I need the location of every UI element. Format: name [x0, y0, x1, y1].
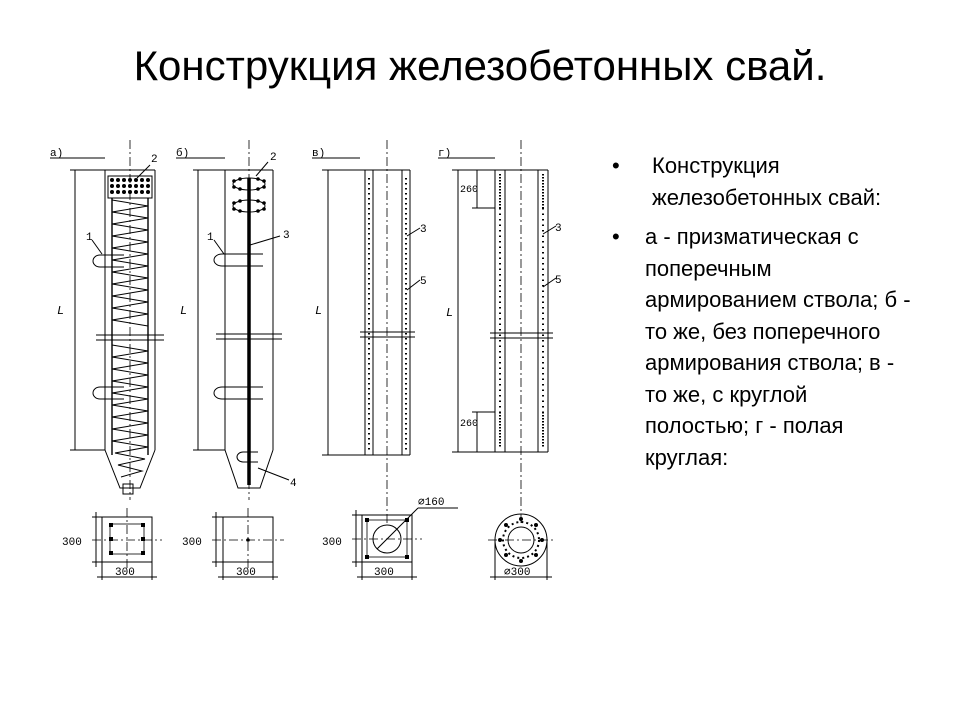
callout-4-b: 4 — [290, 478, 297, 490]
dim-300-side-b: 300 — [182, 537, 202, 549]
length-label-v: L — [315, 304, 322, 318]
section-b: 300 300 — [182, 508, 284, 580]
callout-2-a: 2 — [151, 154, 158, 166]
section-g: ∅300 — [488, 513, 555, 580]
panel-letter-b: б) — [176, 147, 189, 160]
spiral-lower-a — [111, 344, 149, 478]
length-label-a: L — [57, 304, 64, 318]
section-v: ∅160 300 300 — [322, 497, 458, 580]
callout-3-v: 3 — [420, 224, 427, 236]
callout-2-b: 2 — [270, 152, 277, 164]
bullet-text: а - призматическая с поперечным армирова… — [645, 224, 911, 470]
pile-g: г) L 260 260 3 5 — [438, 140, 562, 525]
panel-letter-g: г) — [438, 148, 451, 160]
bullet-list: • Конструкция железобетонных свай: • а -… — [612, 150, 912, 481]
bullet-dot-icon: • — [612, 224, 620, 249]
pile-v: в) L 3 5 — [312, 140, 427, 525]
callout-3-b: 3 — [283, 230, 290, 242]
dim-300-bottom-v: 300 — [374, 567, 394, 579]
bullet-item: • Конструкция железобетонных свай: — [612, 150, 912, 213]
dim-260-top: 260 — [460, 185, 478, 196]
callout-1-b: 1 — [207, 232, 214, 244]
callout-5-v: 5 — [420, 276, 427, 288]
bullet-item: • а - призматическая с поперечным армиро… — [612, 221, 912, 473]
dim-300-bottom-a: 300 — [115, 567, 135, 579]
length-label-b: L — [180, 304, 187, 318]
dim-300-side-a: 300 — [62, 537, 82, 549]
dim-160: ∅160 — [418, 497, 444, 509]
dim-d300: ∅300 — [504, 567, 530, 579]
pile-construction-drawing: а) L — [50, 140, 562, 580]
panel-letter-a: а) — [50, 148, 63, 160]
dim-260-bottom: 260 — [460, 419, 478, 430]
dim-300-side-v: 300 — [322, 537, 342, 549]
pile-b: б) L 1 2 3 4 — [176, 140, 297, 500]
section-a: 300 300 — [62, 508, 162, 580]
callout-1-a: 1 — [86, 232, 93, 244]
slide-title: Конструкция железобетонных свай. — [133, 42, 827, 89]
callout-5-g: 5 — [555, 275, 562, 287]
callout-3-g: 3 — [555, 223, 562, 235]
top-mesh-a — [110, 178, 150, 194]
pile-a: а) L — [50, 140, 164, 500]
dim-300-bottom-b: 300 — [236, 567, 256, 579]
length-label-g: L — [446, 306, 453, 320]
bullet-text: Конструкция железобетонных свай: — [652, 153, 882, 210]
panel-letter-v: в) — [312, 148, 325, 160]
bullet-dot-icon: • — [612, 153, 620, 178]
top-mesh-b — [232, 177, 266, 213]
